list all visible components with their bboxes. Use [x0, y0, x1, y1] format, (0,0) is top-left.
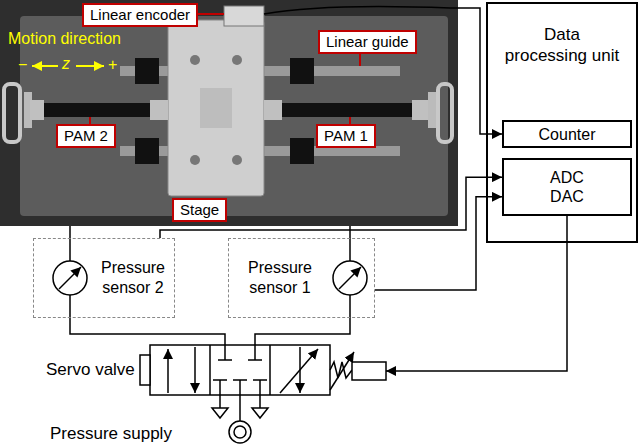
- guide-block: [290, 138, 314, 164]
- stage-hole: [190, 155, 200, 165]
- pam-tube: [282, 103, 412, 117]
- valve-divider: [209, 345, 211, 395]
- gauge-needle: [339, 267, 361, 289]
- stage-hole: [190, 55, 200, 65]
- valve-end-cap: [140, 355, 150, 385]
- flow-arrow: [167, 349, 169, 393]
- spring-symbol: [330, 362, 352, 378]
- pam-fitting: [264, 100, 282, 120]
- part-label-box: Stage: [172, 198, 227, 222]
- part-label: Stage: [180, 201, 219, 219]
- unit-box: Data processing unitCounterADC DAC: [486, 2, 638, 243]
- handle: [438, 84, 452, 142]
- exhaust-line: [219, 395, 221, 408]
- part-label: PAM 2: [64, 127, 108, 145]
- part-label-box: PAM 1: [316, 124, 376, 148]
- supply-line: [239, 395, 241, 421]
- pam-fitting: [30, 100, 44, 120]
- flow-arrow: [194, 347, 196, 393]
- sensor-box: Pressure sensor 2: [33, 238, 175, 318]
- leader-line: [349, 117, 351, 124]
- part-label-box: Linear guide: [318, 30, 417, 54]
- component-label: Servo valve: [46, 360, 135, 380]
- stage-hole: [232, 55, 242, 65]
- exhaust-symbol: [212, 408, 228, 418]
- flow-arrow: [299, 347, 301, 393]
- leader-line: [196, 13, 224, 15]
- module-box: Counter: [502, 120, 632, 148]
- encoder-head: [224, 6, 264, 26]
- servo-valve-body: [150, 345, 330, 395]
- photo-background: [0, 0, 458, 226]
- end-bracket: [428, 92, 436, 128]
- part-label-box: PAM 2: [56, 124, 116, 148]
- direction-arrow: [32, 65, 58, 67]
- pam-fitting: [412, 100, 428, 120]
- gauge-needle: [59, 267, 81, 289]
- axis-symbol: z: [62, 55, 70, 73]
- direction-label: Motion direction: [8, 30, 121, 48]
- stage-hole: [232, 155, 242, 165]
- component-label: Pressure supply: [50, 424, 172, 444]
- leader-line: [359, 54, 361, 66]
- air-tube: [69, 226, 71, 261]
- direction-sign: −: [18, 56, 27, 74]
- module-name: Counter: [539, 125, 596, 144]
- variable-arrow: [330, 352, 354, 390]
- signal-wire: [160, 177, 502, 238]
- air-tube: [70, 295, 225, 345]
- sensor-name: Pressure sensor 2: [92, 258, 174, 298]
- handle: [4, 84, 20, 142]
- guide-block: [135, 138, 159, 164]
- direction-arrow: [76, 65, 104, 67]
- pressure-source-symbol: [229, 421, 251, 443]
- pam-tube: [44, 103, 150, 117]
- unit-title: Data processing unit: [503, 24, 621, 66]
- module-name: ADC DAC: [550, 168, 584, 206]
- guide-block: [290, 58, 314, 84]
- pam-fitting: [150, 100, 168, 120]
- pressure-source-symbol: [234, 426, 246, 438]
- gauge-symbol: [333, 261, 367, 295]
- sensor-box: Pressure sensor 1: [228, 238, 375, 318]
- exhaust-symbol: [252, 408, 268, 418]
- encoder-cable: [264, 6, 502, 134]
- part-label-box: Linear encoder: [82, 3, 198, 27]
- air-tube: [255, 295, 350, 345]
- direction-sign: +: [108, 56, 117, 74]
- stage-plate: [200, 88, 232, 128]
- air-tube: [349, 226, 351, 261]
- blocked-ports: [213, 345, 267, 395]
- leader-line: [89, 117, 91, 124]
- flow-arrow: [280, 349, 318, 393]
- stage-block: [168, 20, 264, 196]
- sensor-name: Pressure sensor 1: [237, 258, 323, 298]
- signal-wire: [375, 197, 502, 290]
- guide-block: [135, 58, 159, 84]
- gauge-symbol: [53, 261, 87, 295]
- module-box: ADC DAC: [502, 158, 632, 216]
- valve-divider: [269, 345, 271, 395]
- part-label: PAM 1: [324, 127, 368, 145]
- solenoid-symbol: [352, 362, 386, 380]
- part-label: Linear guide: [326, 33, 409, 51]
- part-label: Linear encoder: [90, 6, 190, 24]
- exhaust-line: [259, 395, 261, 408]
